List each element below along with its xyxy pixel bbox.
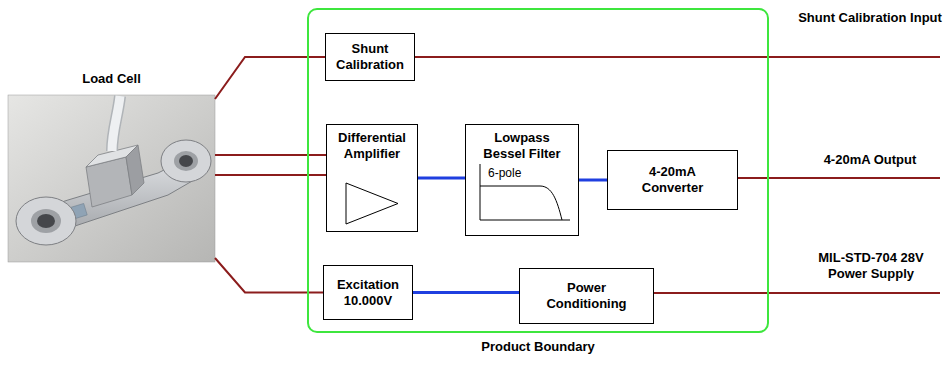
- process-box: 4-20mA Converter: [607, 150, 738, 210]
- rod-end-hole: [37, 214, 55, 228]
- filter-box: Lowpass Bessel Filter 6-pole: [465, 124, 579, 236]
- cable: [112, 96, 120, 151]
- gauge-housing-side: [126, 145, 144, 195]
- internal-link: [579, 179, 607, 182]
- box-label: 4-20mA Converter: [624, 164, 721, 196]
- box-label: Power Conditioning: [536, 280, 637, 312]
- signal-wire: [415, 56, 940, 58]
- rod-end-ring: [161, 140, 211, 182]
- box-label: Excitation 10.000V: [330, 277, 406, 309]
- box-label: Lowpass Bessel Filter: [472, 130, 572, 162]
- port-label: 4-20mA Output: [797, 152, 943, 168]
- filter-response-curve: [480, 186, 562, 220]
- photo-background: [8, 95, 215, 262]
- signal-wire: [215, 154, 326, 156]
- power-wire: [654, 292, 940, 294]
- internal-link: [413, 291, 519, 294]
- port-label: MIL-STD-704 28V Power Supply: [812, 250, 930, 282]
- filter-order-label: 6-pole: [488, 166, 521, 180]
- rod-end-bearing: [174, 151, 198, 171]
- process-box: Excitation 10.000V: [323, 265, 413, 320]
- product-boundary: Product BoundaryShunt CalibrationDiffere…: [307, 8, 769, 333]
- node-heading: Product Boundary: [309, 339, 767, 355]
- rod-end-hole: [179, 155, 193, 167]
- filter-axes: [480, 164, 570, 220]
- port-label: Shunt Calibration Input: [797, 10, 943, 26]
- internal-link: [418, 177, 465, 180]
- rod-end-bearing: [31, 209, 61, 233]
- box-label: Differential Amplifier: [333, 130, 411, 162]
- node-heading: Load Cell: [8, 71, 215, 87]
- box-label: Shunt Calibration: [332, 41, 408, 73]
- amplifier-symbol: [346, 183, 398, 224]
- process-box: Shunt Calibration: [325, 33, 415, 81]
- process-box: Power Conditioning: [519, 268, 654, 324]
- signal-wire: [215, 174, 326, 176]
- load-cell-photo: [8, 95, 215, 262]
- load-cell: Load Cell: [8, 95, 215, 262]
- rod-end-ring: [16, 197, 76, 245]
- amplifier-box: Differential Amplifier: [326, 124, 418, 232]
- cable-outline: [112, 96, 120, 151]
